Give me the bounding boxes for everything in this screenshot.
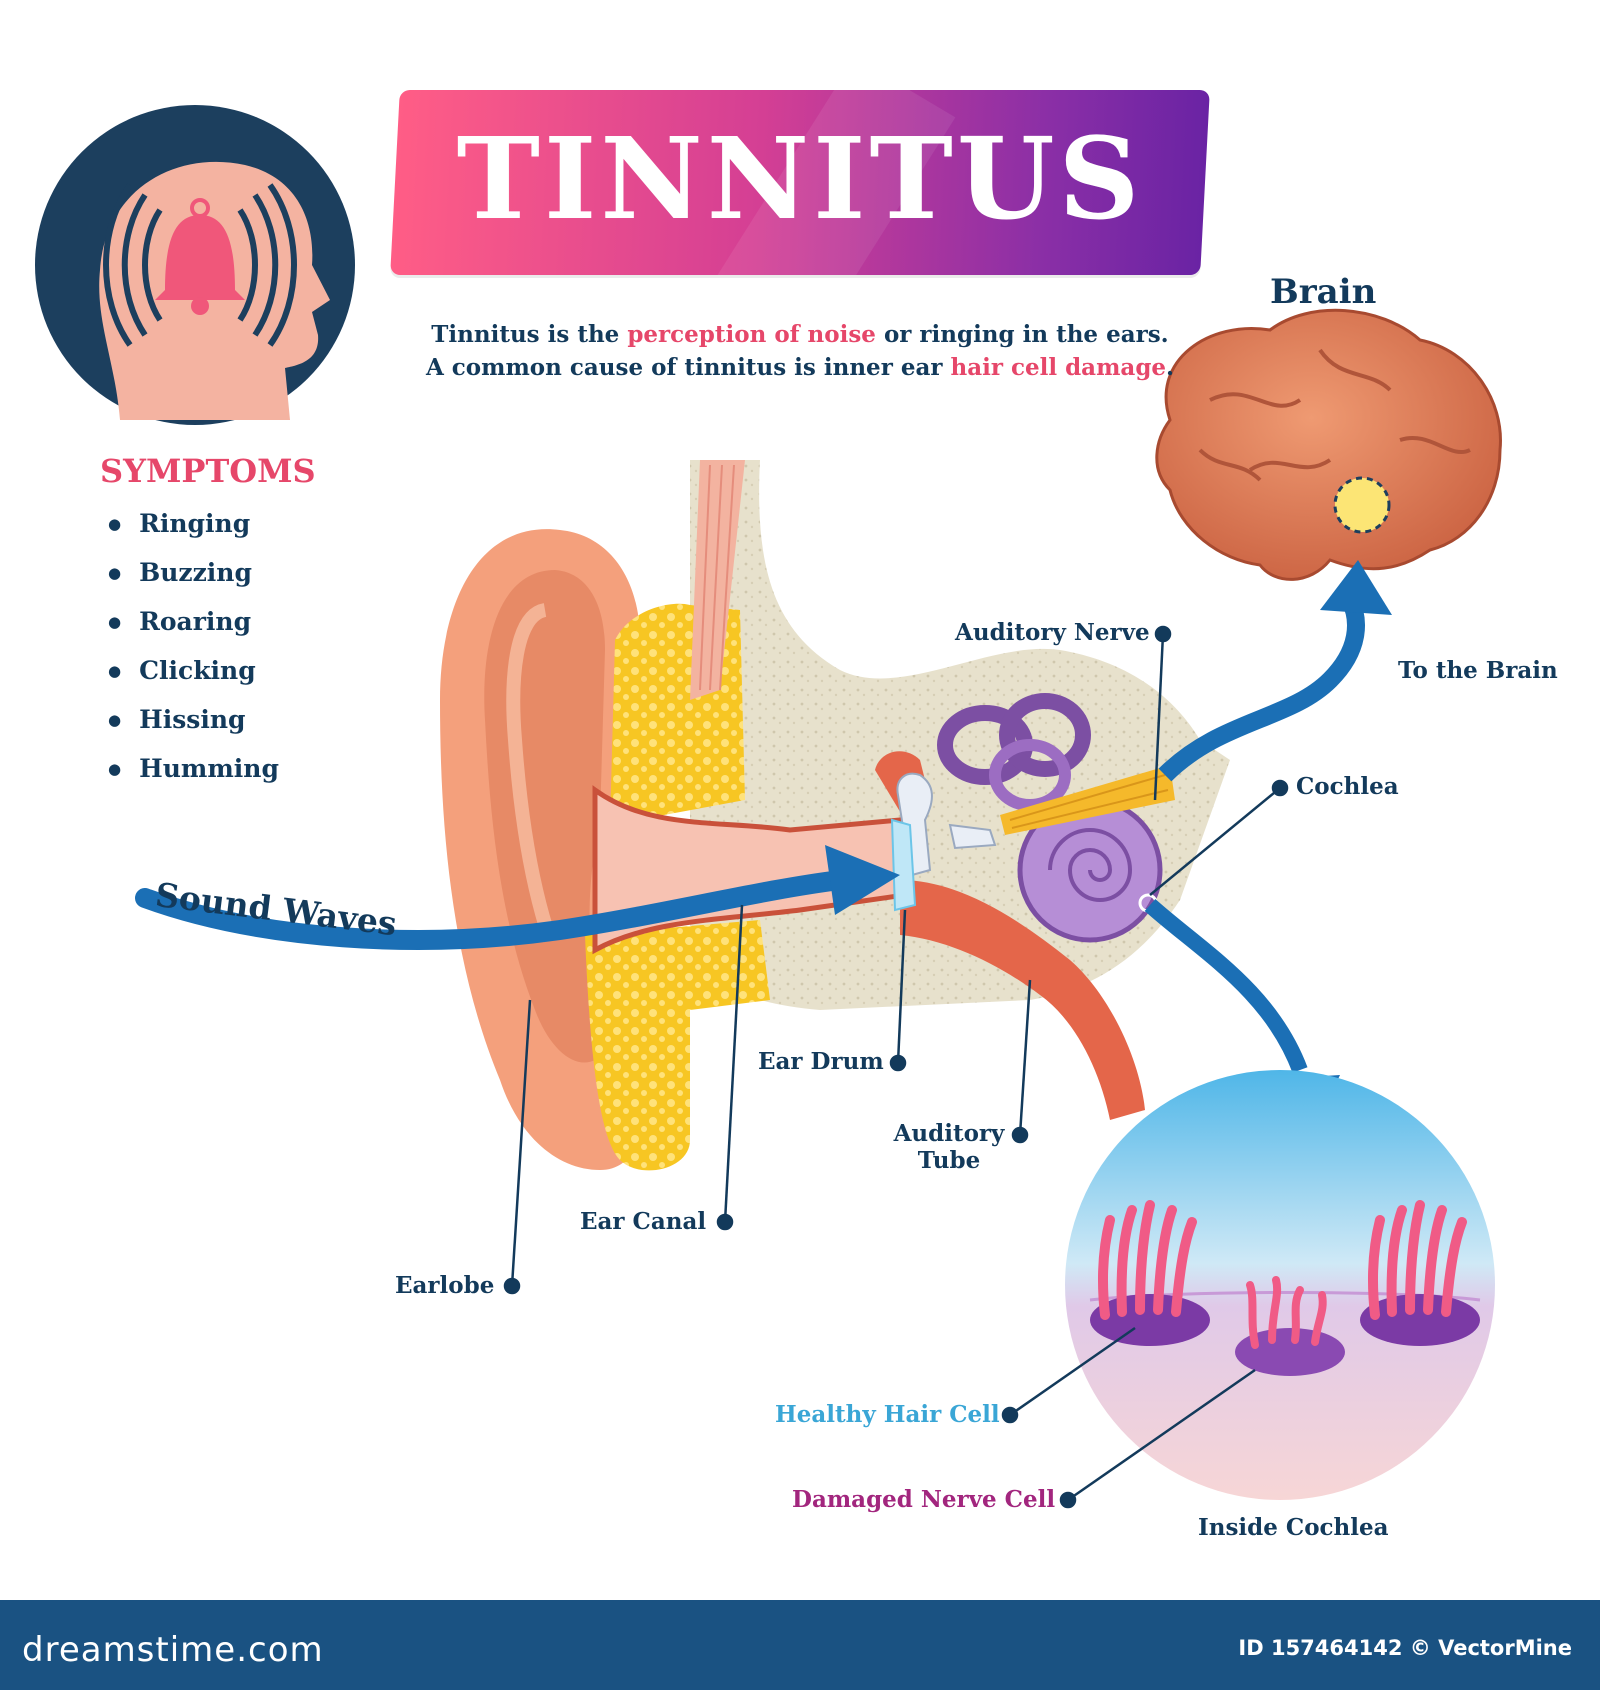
head-bell-icon xyxy=(35,105,355,425)
symptom-item: Roaring xyxy=(108,604,279,653)
leader-lines xyxy=(503,625,1289,1509)
page-title: TINNITUS xyxy=(456,114,1144,245)
label-ear-canal: Ear Canal xyxy=(580,1208,707,1235)
description-highlight-perception: perception of noise xyxy=(627,321,876,348)
label-to-the-brain: To the Brain xyxy=(1398,657,1558,684)
illustration-canvas xyxy=(35,105,1502,1509)
fat-tissue-lower xyxy=(585,920,770,1171)
label-inside-cochlea: Inside Cochlea xyxy=(1198,1514,1389,1541)
to-cochlea-arrow xyxy=(1144,899,1308,1073)
description-text: . xyxy=(1166,354,1175,381)
description-highlight-damage: hair cell damage xyxy=(950,354,1167,381)
label-earlobe: Earlobe xyxy=(395,1272,495,1299)
symptom-item: Buzzing xyxy=(108,555,279,604)
label-brain: Brain xyxy=(1270,272,1377,312)
label-auditory-tube: Auditory Tube xyxy=(890,1120,1008,1174)
footer-site[interactable]: dreamstime.com xyxy=(22,1630,324,1670)
muscle-strip-lines xyxy=(699,464,735,691)
description-text: A common cause of tinnitus is inner ear xyxy=(425,354,951,381)
label-healthy-hair-cell: Healthy Hair Cell xyxy=(775,1401,1000,1428)
symptom-item: Clicking xyxy=(108,653,279,702)
symptoms-title: SYMPTOMS xyxy=(100,452,316,490)
symptoms-list: Ringing Buzzing Roaring Clicking Hissing… xyxy=(108,506,279,800)
to-brain-arrowhead xyxy=(1320,560,1392,615)
auditory-tube-shape xyxy=(900,880,1145,1120)
sound-waves-arrowhead xyxy=(825,845,900,915)
inside-cochlea-circle xyxy=(1065,1070,1495,1500)
footer-image-id: ID 157464142 © VectorMine xyxy=(1238,1636,1572,1660)
description-text: Tinnitus is the xyxy=(431,321,628,348)
brain xyxy=(1155,308,1502,581)
label-cochlea: Cochlea xyxy=(1296,773,1399,800)
label-auditory-nerve: Auditory Nerve xyxy=(955,619,1150,646)
description-line-1: Tinnitus is the perception of noise or r… xyxy=(420,318,1180,351)
inner-ear xyxy=(937,693,1175,943)
symptom-item: Hissing xyxy=(108,702,279,751)
label-auditory-tube-line-1: Auditory xyxy=(893,1120,1005,1147)
description: Tinnitus is the perception of noise or r… xyxy=(420,318,1180,384)
sound-waves-arrow xyxy=(135,870,850,950)
symptom-item: Ringing xyxy=(108,506,279,555)
to-brain-arrow xyxy=(1158,595,1365,782)
middle-ear-ossicles xyxy=(875,751,997,912)
description-text: or ringing in the ears. xyxy=(875,321,1169,348)
symptom-item: Humming xyxy=(108,751,279,800)
footer-bar xyxy=(0,1600,1600,1690)
label-damaged-nerve-cell: Damaged Nerve Cell xyxy=(792,1486,1056,1513)
description-line-2: A common cause of tinnitus is inner ear … xyxy=(420,351,1180,384)
label-ear-drum: Ear Drum xyxy=(758,1048,884,1075)
label-auditory-tube-line-2: Tube xyxy=(917,1147,981,1174)
